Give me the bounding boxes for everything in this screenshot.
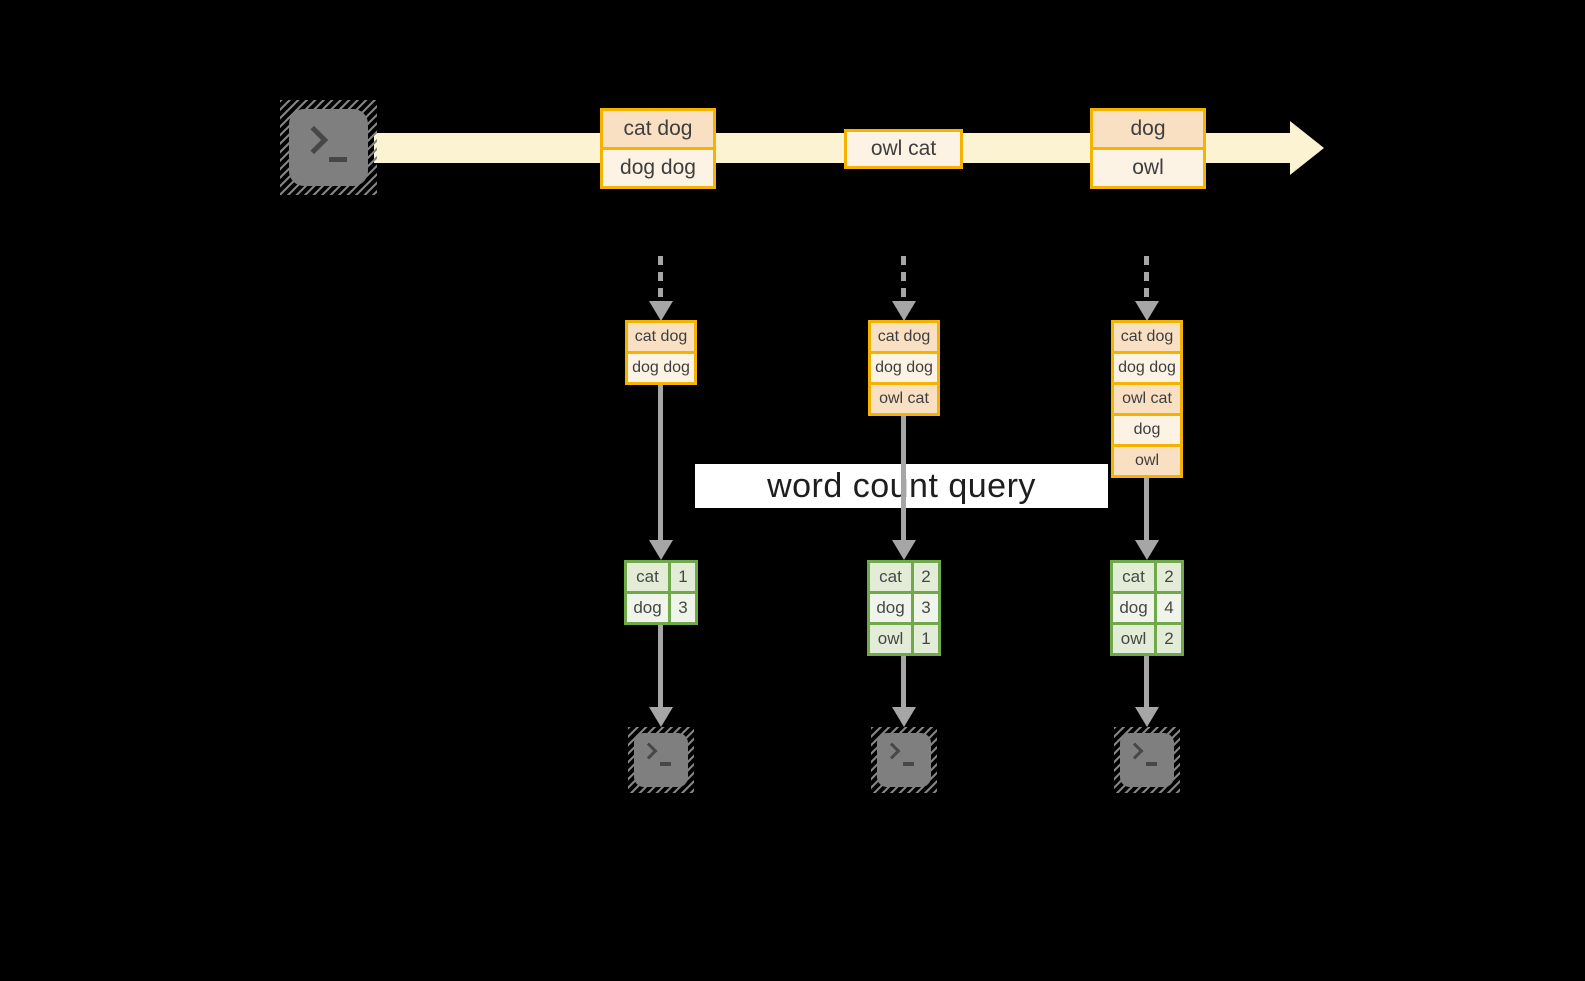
dashed-arrow	[901, 256, 906, 302]
prompt-chevron-icon	[883, 742, 901, 760]
stream-arrow-head-icon	[1290, 121, 1324, 175]
terminal-screen	[877, 733, 931, 787]
batch-row: cat dog	[871, 323, 937, 351]
batch-row: cat dog	[1114, 323, 1180, 351]
output-arrow	[658, 625, 663, 709]
batch-row: dog	[1093, 111, 1203, 147]
word-cell: dog	[627, 594, 668, 622]
accumulated-batch-1: cat dog dog dog	[625, 320, 697, 385]
stream-batch-1: cat dog dog dog	[600, 108, 716, 189]
terminal-screen	[634, 733, 688, 787]
prompt-chevron-icon	[1126, 742, 1144, 760]
word-count-table-2: cat 2 dog 3 owl 1	[867, 560, 941, 656]
query-arrow	[658, 385, 663, 542]
arrowhead-icon	[649, 301, 673, 321]
arrowhead-icon	[892, 540, 916, 560]
sink-terminal-icon	[1114, 727, 1180, 793]
prompt-chevron-icon	[299, 125, 329, 155]
terminal-screen	[289, 109, 368, 186]
output-arrow	[901, 656, 906, 709]
count-cell: 4	[1157, 594, 1181, 622]
count-cell: 1	[671, 563, 695, 591]
arrowhead-icon	[1135, 540, 1159, 560]
dashed-arrow	[658, 256, 663, 302]
arrowhead-icon	[1135, 301, 1159, 321]
dashed-arrow	[1144, 256, 1149, 302]
word-cell: dog	[1113, 594, 1154, 622]
batch-row: cat dog	[628, 323, 694, 351]
batch-row: owl cat	[871, 382, 937, 413]
prompt-cursor-icon	[329, 157, 347, 162]
arrowhead-icon	[649, 540, 673, 560]
output-arrow	[1144, 656, 1149, 709]
batch-row: dog dog	[628, 351, 694, 382]
batch-row: dog dog	[603, 147, 713, 186]
prompt-chevron-icon	[640, 742, 658, 760]
word-cell: owl	[1113, 625, 1154, 653]
batch-row: dog dog	[871, 351, 937, 382]
word-cell: cat	[1113, 563, 1154, 591]
word-count-table-1: cat 1 dog 3	[624, 560, 698, 625]
batch-row: cat dog	[603, 111, 713, 147]
count-cell: 2	[914, 563, 938, 591]
batch-row: owl cat	[1114, 382, 1180, 413]
arrowhead-icon	[649, 707, 673, 727]
batch-row: dog	[1114, 413, 1180, 444]
count-cell: 3	[671, 594, 695, 622]
prompt-cursor-icon	[1146, 762, 1157, 766]
count-cell: 2	[1157, 563, 1181, 591]
accumulated-batch-2: cat dog dog dog owl cat	[868, 320, 940, 416]
query-arrow	[901, 416, 906, 542]
count-cell: 1	[914, 625, 938, 653]
batch-row: owl	[1093, 147, 1203, 186]
count-cell: 2	[1157, 625, 1181, 653]
word-cell: owl	[870, 625, 911, 653]
sink-terminal-icon	[871, 727, 937, 793]
batch-row: owl cat	[847, 132, 960, 166]
word-cell: cat	[870, 563, 911, 591]
count-cell: 3	[914, 594, 938, 622]
prompt-cursor-icon	[660, 762, 671, 766]
word-count-table-3: cat 2 dog 4 owl 2	[1110, 560, 1184, 656]
word-cell: dog	[870, 594, 911, 622]
arrowhead-icon	[892, 301, 916, 321]
stream-batch-2: owl cat	[844, 129, 963, 169]
batch-row: owl	[1114, 444, 1180, 475]
sink-terminal-icon	[628, 727, 694, 793]
accumulated-batch-3: cat dog dog dog owl cat dog owl	[1111, 320, 1183, 478]
terminal-screen	[1120, 733, 1174, 787]
query-arrow	[1144, 478, 1149, 542]
prompt-cursor-icon	[903, 762, 914, 766]
batch-row: dog dog	[1114, 351, 1180, 382]
arrowhead-icon	[892, 707, 916, 727]
arrowhead-icon	[1135, 707, 1159, 727]
source-terminal-icon	[280, 100, 377, 195]
word-cell: cat	[627, 563, 668, 591]
stream-batch-3: dog owl	[1090, 108, 1206, 189]
